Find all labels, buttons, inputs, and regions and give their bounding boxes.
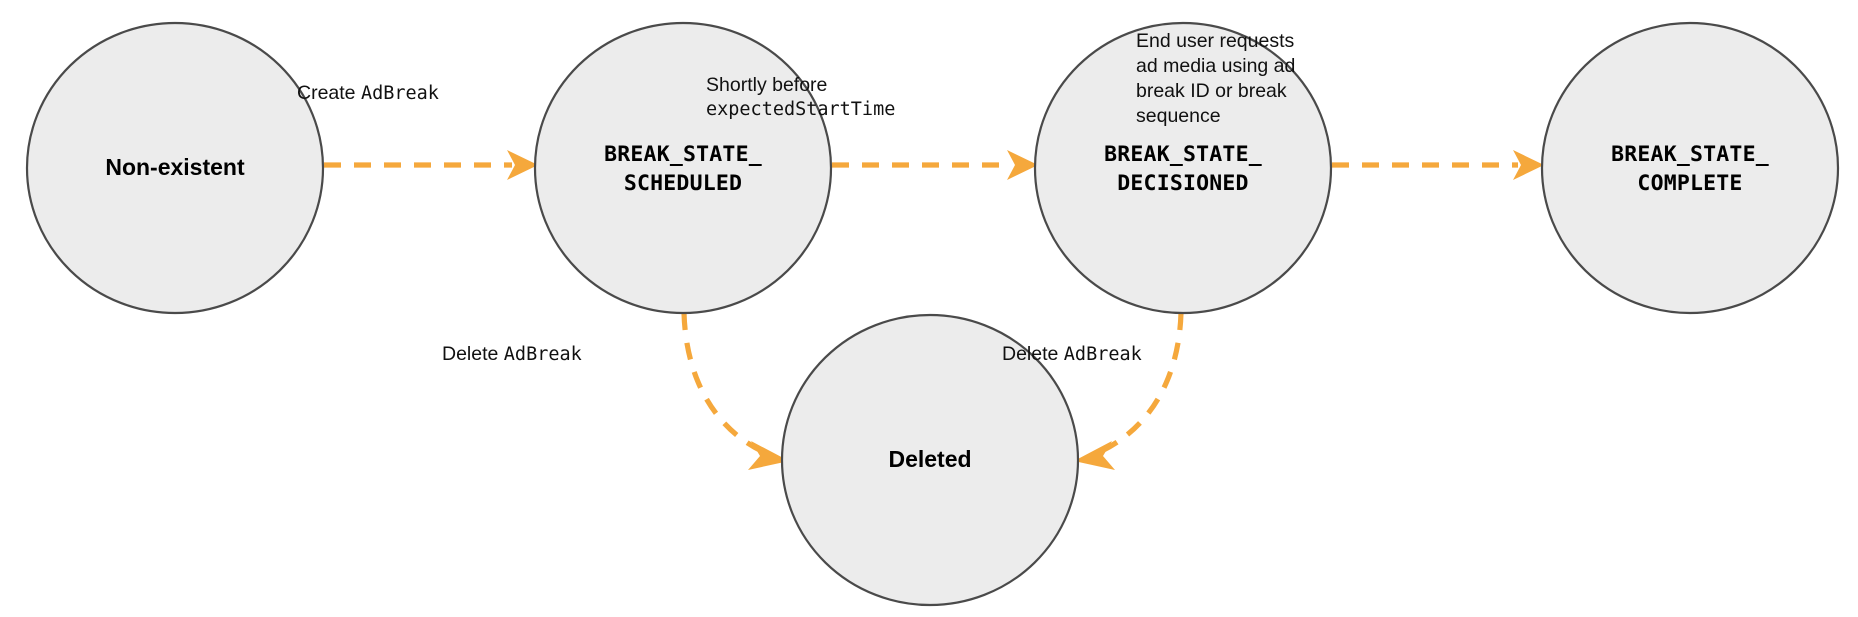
arrow-head-delete-from-decisioned — [1074, 441, 1115, 470]
edge-label-shortly-before-line2: expectedStartTime — [706, 98, 896, 120]
edge-label-create-adbreak-run-mono: AdBreak — [360, 83, 439, 104]
node-shape-break-state-complete — [1540, 21, 1840, 315]
edge-label-delete-from-decisioned-run-mono: AdBreak — [1063, 344, 1142, 365]
node-shape-deleted — [780, 313, 1080, 607]
edge-label-end-user-requests-line2: ad media using ad — [1136, 54, 1296, 77]
node-label-break-state-complete-line2: COMPLETE — [1637, 171, 1742, 196]
arrow-head-shortly-before — [1007, 150, 1038, 180]
node-break-state-decisioned[interactable]: BREAK_STATE_ DECISIONED — [1033, 21, 1333, 315]
node-label-break-state-decisioned-line1: BREAK_STATE_ — [1104, 142, 1262, 167]
edge-label-end-user-requests-line1: End user requests — [1136, 30, 1295, 52]
node-label-non-existent: Non-existent — [105, 154, 245, 180]
node-break-state-scheduled[interactable]: BREAK_STATE_ SCHEDULED — [533, 21, 833, 315]
node-label-break-state-scheduled-line2: SCHEDULED — [624, 171, 742, 196]
edge-delete-adbreak-from-decisioned[interactable] — [1074, 312, 1184, 470]
arrow-head-delete-from-scheduled — [748, 441, 789, 470]
node-label-break-state-scheduled-line1: BREAK_STATE_ — [604, 142, 762, 167]
edge-label-delete-from-decisioned-run-sans: Delete — [1002, 343, 1064, 365]
edge-label-shortly-before-line1: Shortly before — [706, 74, 828, 96]
arrow-head-end-user-requests — [1513, 150, 1544, 180]
arrow-head-create-adbreak — [507, 150, 538, 180]
edge-label-create-adbreak-run-sans: Create — [297, 82, 361, 104]
edge-label-delete-from-scheduled-run-mono: AdBreak — [503, 344, 582, 365]
node-label-break-state-complete-line1: BREAK_STATE_ — [1611, 142, 1769, 167]
node-shape-non-existent — [25, 21, 325, 315]
node-break-state-complete[interactable]: BREAK_STATE_ COMPLETE — [1540, 21, 1840, 315]
edge-label-delete-adbreak-from-scheduled: Delete AdBreak — [442, 342, 582, 367]
node-non-existent[interactable]: Non-existent — [25, 21, 325, 315]
node-shape-break-state-decisioned — [1033, 21, 1333, 315]
node-label-deleted: Deleted — [888, 446, 971, 472]
edge-shortly-before[interactable] — [832, 150, 1038, 180]
edge-label-end-user-requests-line3: break ID or break — [1136, 79, 1287, 102]
edge-delete-adbreak-from-scheduled[interactable] — [681, 312, 789, 470]
node-shape-break-state-scheduled — [533, 21, 833, 315]
edge-label-create-adbreak: Create AdBreak — [297, 81, 439, 106]
edge-label-delete-from-scheduled-run-sans: Delete — [442, 343, 504, 365]
edge-create-adbreak[interactable] — [324, 150, 538, 180]
edge-end-user-requests[interactable] — [1332, 150, 1544, 180]
edge-label-end-user-requests-line4: sequence — [1136, 104, 1221, 127]
node-deleted[interactable]: Deleted — [780, 313, 1080, 607]
node-label-break-state-decisioned-line2: DECISIONED — [1117, 171, 1248, 196]
edge-label-delete-adbreak-from-decisioned: Delete AdBreak — [1002, 342, 1142, 367]
edge-line-delete-from-scheduled — [681, 312, 774, 459]
edge-line-delete-from-decisioned — [1089, 312, 1184, 459]
